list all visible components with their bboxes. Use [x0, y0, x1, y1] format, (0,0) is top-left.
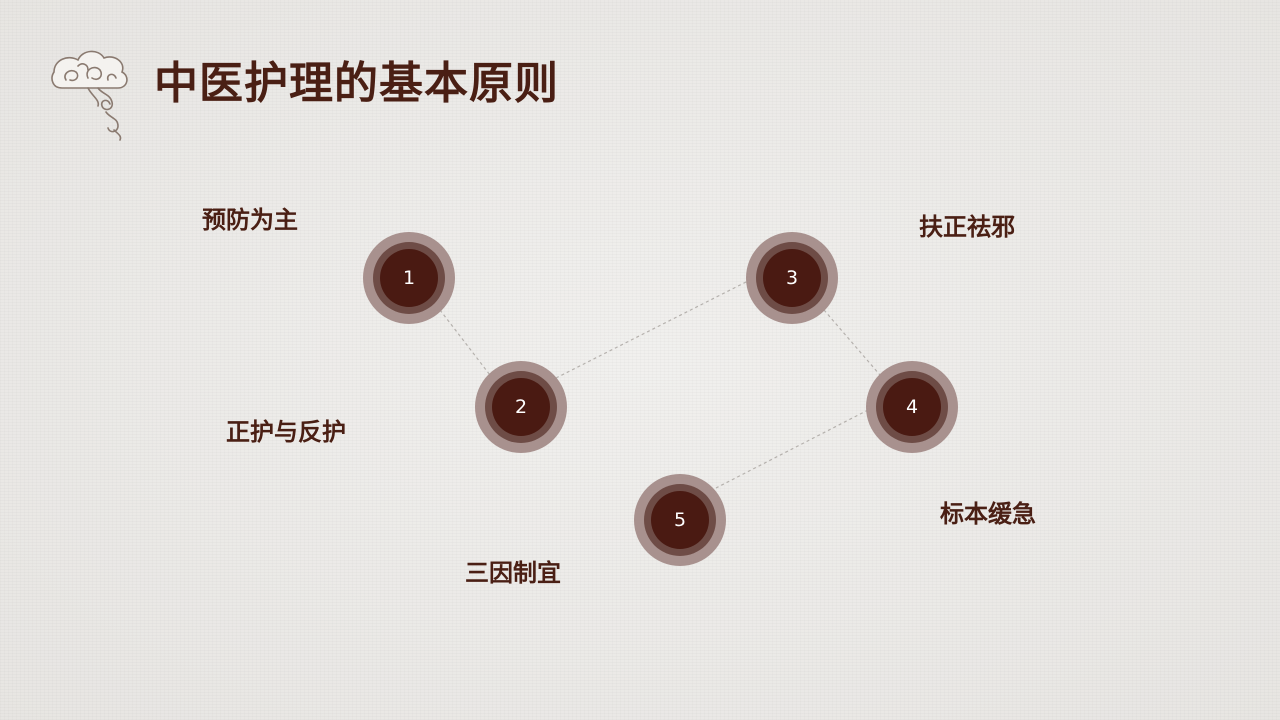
- principle-label-4: 标本缓急: [940, 500, 1036, 528]
- node-ring: 3: [756, 242, 828, 314]
- node-number: 5: [651, 491, 709, 549]
- principle-node-1: 1: [363, 232, 455, 324]
- node-ring: 5: [644, 484, 716, 556]
- connector-3-4: [823, 309, 881, 376]
- node-ring: 1: [373, 242, 445, 314]
- principle-node-3: 3: [746, 232, 838, 324]
- page-title: 中医护理的基本原则: [154, 58, 559, 109]
- principle-label-2: 正护与反护: [226, 418, 346, 446]
- principle-label-3: 扶正祛邪: [919, 213, 1015, 241]
- node-number: 1: [380, 249, 438, 307]
- connector-4-5: [715, 409, 869, 489]
- principle-label-1: 预防为主: [202, 206, 298, 234]
- node-number: 3: [763, 249, 821, 307]
- connector-1-2: [439, 309, 491, 376]
- connector-2-3: [555, 279, 751, 379]
- principle-node-5: 5: [634, 474, 726, 566]
- auspicious-cloud-icon: [51, 50, 128, 141]
- node-ring: 4: [876, 371, 948, 443]
- node-number: 2: [492, 378, 550, 436]
- principle-node-2: 2: [475, 361, 567, 453]
- principle-label-5: 三因制宜: [465, 559, 561, 587]
- node-ring: 2: [485, 371, 557, 443]
- principle-node-4: 4: [866, 361, 958, 453]
- node-number: 4: [883, 378, 941, 436]
